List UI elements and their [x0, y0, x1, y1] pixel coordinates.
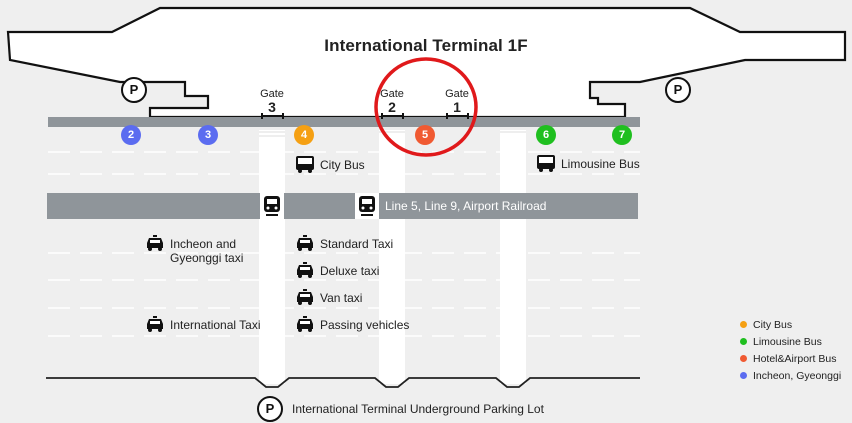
terminal-building-outline	[6, 6, 847, 119]
gate-label: Gate	[380, 88, 404, 100]
gate-number: 1	[453, 99, 461, 115]
bus-stop-6[interactable]: 6	[536, 125, 556, 145]
train-icon	[260, 193, 284, 219]
gate-label: Gate	[260, 88, 284, 100]
legend-item-incheon-gyeonggi: Incheon, Gyeonggi	[740, 367, 841, 384]
gate-number: 3	[268, 99, 276, 115]
bus-icon	[537, 155, 555, 172]
bus-stop-2[interactable]: 2	[121, 125, 141, 145]
legend-label: Hotel&Airport Bus	[753, 352, 837, 365]
legend-label: City Bus	[753, 318, 793, 331]
legend-label: Incheon, Gyeonggi	[753, 369, 842, 382]
standard-taxi-label: Standard Taxi	[320, 237, 394, 251]
taxi-icon	[297, 235, 313, 251]
rail-bar	[47, 193, 638, 219]
deluxe-taxi-label: Deluxe taxi	[320, 264, 380, 278]
legend-item-city-bus: City Bus	[740, 316, 841, 333]
parking-lot-label: International Terminal Underground Parki…	[292, 402, 544, 416]
taxi-icon	[297, 289, 313, 305]
legend-dot	[740, 355, 747, 362]
rail-label: Line 5, Line 9, Airport Railroad	[385, 199, 547, 213]
bus-stop-4[interactable]: 4	[294, 125, 314, 145]
bus-stop-3[interactable]: 3	[198, 125, 218, 145]
bus-icon	[296, 156, 314, 173]
gate-3: Gate 3	[257, 88, 287, 114]
highlight-circle	[374, 57, 478, 157]
legend-item-limousine-bus: Limousine Bus	[740, 333, 841, 350]
legend-label: Limousine Bus	[753, 335, 822, 348]
parking-icon-bottom: P	[257, 396, 283, 422]
taxi-icon	[297, 316, 313, 332]
terminal-title: International Terminal 1F	[324, 36, 528, 55]
crosswalks	[259, 130, 526, 384]
taxi-icon	[147, 316, 163, 332]
parking-icon-right: P	[665, 77, 691, 103]
bus-stop-7[interactable]: 7	[612, 125, 632, 145]
train-icon	[355, 193, 379, 219]
gate-1: Gate 1	[442, 88, 472, 114]
gate-label: Gate	[445, 88, 469, 100]
van-taxi-label: Van taxi	[320, 291, 363, 305]
passing-vehicles-label: Passing vehicles	[320, 318, 410, 332]
curb-bar	[48, 117, 640, 127]
legend: City Bus Limousine Bus Hotel&Airport Bus…	[740, 316, 841, 384]
legend-dot	[740, 321, 747, 328]
legend-dot	[740, 372, 747, 379]
incheon-taxi-label-1: Incheon and	[170, 237, 237, 251]
city-bus-label: City Bus	[320, 158, 365, 172]
legend-dot	[740, 338, 747, 345]
incheon-taxi-label-2: Gyeonggi taxi	[170, 251, 244, 265]
limousine-bus-label: Limousine Bus	[561, 157, 640, 171]
gate-2: Gate 2	[377, 88, 407, 114]
taxi-icon	[147, 235, 163, 251]
taxi-icon	[297, 262, 313, 278]
bus-stop-5[interactable]: 5	[415, 125, 435, 145]
legend-item-hotel-airport-bus: Hotel&Airport Bus	[740, 350, 841, 367]
international-taxi-label: International Taxi	[170, 318, 261, 332]
bottom-road-edge	[46, 377, 640, 388]
parking-icon-left: P	[121, 77, 147, 103]
gate-number: 2	[388, 99, 396, 115]
